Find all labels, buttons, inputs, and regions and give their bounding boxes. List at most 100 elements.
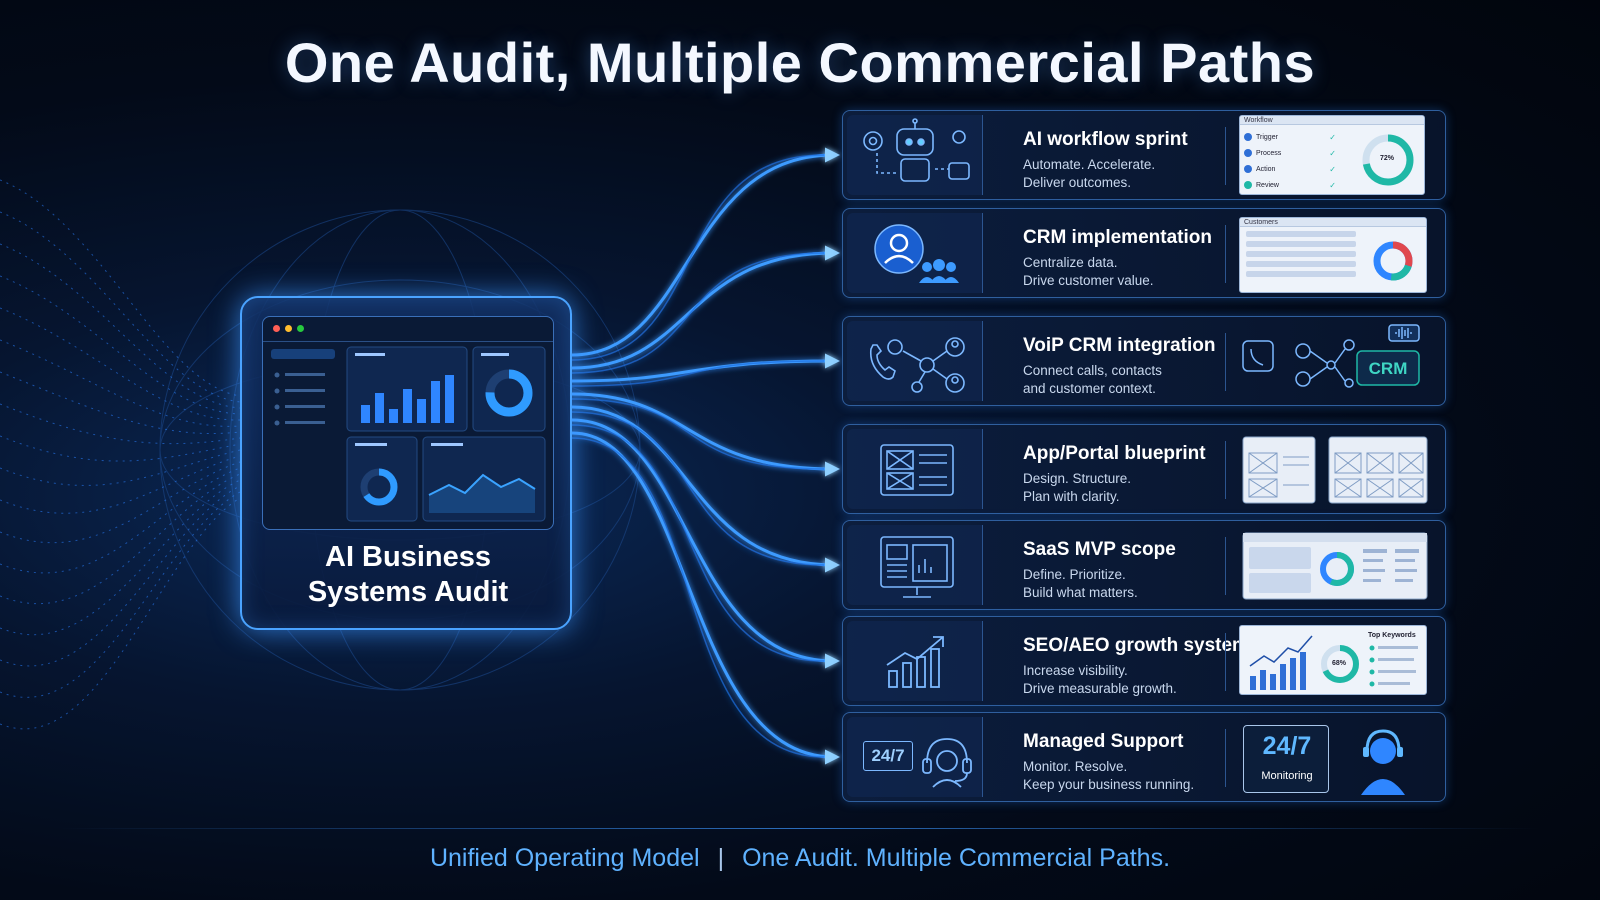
footer: Unified Operating Model | One Audit. Multi… (0, 844, 1600, 873)
flow-arrow-6 (571, 418, 840, 669)
flow-secondary-line (571, 398, 825, 470)
monitoring-label: Monitoring (1261, 770, 1313, 782)
growth-chart-icon (847, 621, 983, 701)
workflow-step-label: Trigger (1256, 133, 1278, 141)
crm-preview: Customers (1239, 213, 1441, 293)
path-title: App/Portal blueprint (1023, 443, 1206, 464)
flow-secondary-line (571, 252, 825, 374)
audit-label-line1: AI Business (325, 541, 491, 573)
path-title: Managed Support (1023, 731, 1184, 752)
page-title: One Audit, Multiple Commercial Paths (284, 31, 1316, 94)
blueprint-preview (1239, 429, 1441, 509)
window-maximize-dot (297, 325, 304, 332)
path-card-voip-crm-integration[interactable]: VoiP CRM integration Connect calls, cont… (842, 316, 1446, 406)
clock-247-text: 24/7 (863, 741, 913, 771)
footer-separator: | (717, 844, 725, 872)
check-icon (1244, 133, 1252, 141)
path-description-line1: Define. Prioritize. (1023, 567, 1126, 582)
path-description-line2: Drive customer value. (1023, 273, 1154, 288)
workflow-step: Review ✓ (1244, 178, 1336, 192)
headset-icon: 24/7 (847, 717, 983, 797)
robot-icon (847, 115, 983, 195)
flow-arrow-2 (571, 245, 840, 370)
path-description-line1: Monitor. Resolve. (1023, 759, 1128, 774)
path-card-managed-support[interactable]: 24/7 Managed Support Monitor. Resolve. K… (842, 712, 1446, 802)
audit-card[interactable]: AI Business Systems Audit (240, 296, 572, 630)
path-description-line1: Automate. Accelerate. (1023, 157, 1156, 172)
footer-right-text: One Audit. Multiple Commercial Paths. (742, 844, 1171, 872)
path-card-seo-aeo-growth-system[interactable]: SEO/AEO growth system Increase visibilit… (842, 616, 1446, 706)
check-icon (1244, 149, 1252, 157)
tick-icon: ✓ (1329, 180, 1336, 190)
data-stream (0, 243, 241, 409)
data-stream (0, 435, 241, 462)
data-stream (0, 275, 241, 415)
incoming-data-streams (0, 179, 241, 730)
flow-secondary-line (571, 360, 825, 387)
monitor-icon (847, 525, 983, 605)
path-card-saas-mvp-scope[interactable]: SaaS MVP scope Define. Prioritize. Build… (842, 520, 1446, 610)
flow-secondary-line (571, 411, 825, 566)
path-card-crm-implementation[interactable]: CRM implementation Centralize data. Driv… (842, 208, 1446, 298)
tick-icon: ✓ (1329, 148, 1336, 158)
dashboard-mockup (262, 316, 554, 530)
data-stream (0, 485, 241, 667)
path-description-line2: Build what matters. (1023, 585, 1138, 600)
path-description-line2: Deliver outcomes. (1023, 175, 1132, 190)
bar-chart-icon (361, 375, 454, 423)
dashboard-widgets (271, 346, 546, 522)
data-stream (0, 473, 241, 604)
wireframe-icon (847, 429, 983, 509)
flow-secondary-line (571, 437, 825, 758)
path-title: CRM implementation (1023, 227, 1212, 248)
path-card-app-portal-blueprint[interactable]: App/Portal blueprint Design. Structure. … (842, 424, 1446, 514)
audit-label: AI Business Systems Audit (242, 540, 574, 610)
path-title: SEO/AEO growth system (1023, 635, 1249, 656)
data-stream (0, 179, 241, 397)
progress-gauge (1362, 134, 1414, 186)
preview-header: Top Keywords (1368, 632, 1416, 639)
path-title: VoiP CRM integration (1023, 335, 1216, 356)
path-description-line2: and customer context. (1023, 381, 1156, 396)
phone-network-icon (847, 321, 983, 401)
monitoring-box: 24/7 Monitoring (1243, 725, 1329, 793)
data-stream (0, 497, 241, 730)
saas-preview (1239, 525, 1441, 605)
window-minimize-dot (285, 325, 292, 332)
path-title: SaaS MVP scope (1023, 539, 1176, 560)
path-description-line1: Connect calls, contacts (1023, 363, 1162, 378)
path-description-line2: Keep your business running. (1023, 777, 1195, 792)
data-stream (0, 467, 241, 574)
seo-preview: Top Keywords 68% (1239, 621, 1441, 701)
path-description-line1: Design. Structure. (1023, 471, 1132, 486)
audit-label-line2: Systems Audit (307, 576, 509, 608)
workflow-step-label: Action (1256, 165, 1276, 173)
flow-arrow-5 (571, 405, 840, 573)
support-agent-icon (1361, 729, 1405, 795)
check-icon (1244, 165, 1252, 173)
flow-arrow-7 (571, 431, 840, 765)
tick-icon: ✓ (1329, 132, 1336, 142)
path-title: AI workflow sprint (1023, 129, 1188, 150)
data-stream (0, 339, 241, 427)
workflow-step-label: Review (1256, 181, 1279, 189)
users-icon (847, 213, 983, 293)
footer-left-text: Unified Operating Model (429, 844, 700, 872)
workflow-step: Process ✓ (1244, 146, 1336, 160)
voip-preview: CRM (1239, 321, 1441, 401)
data-stream (0, 403, 241, 445)
crm-badge-box (1356, 350, 1420, 386)
workflow-step-label: Process (1256, 149, 1282, 157)
check-icon (1244, 181, 1252, 189)
window-close-dot (273, 325, 280, 332)
preview-header: Workflow (1244, 117, 1273, 124)
path-card-ai-workflow-sprint[interactable]: AI workflow sprint Automate. Accelerate.… (842, 110, 1446, 200)
data-stream (0, 211, 241, 403)
gauge-label: 72% (1380, 155, 1395, 162)
flow-lines (571, 147, 840, 765)
flow-secondary-line (571, 154, 825, 361)
preview-header: Customers (1244, 219, 1278, 226)
support-preview: 24/7 Monitoring (1239, 717, 1441, 797)
line-chart-icon (428, 473, 536, 496)
